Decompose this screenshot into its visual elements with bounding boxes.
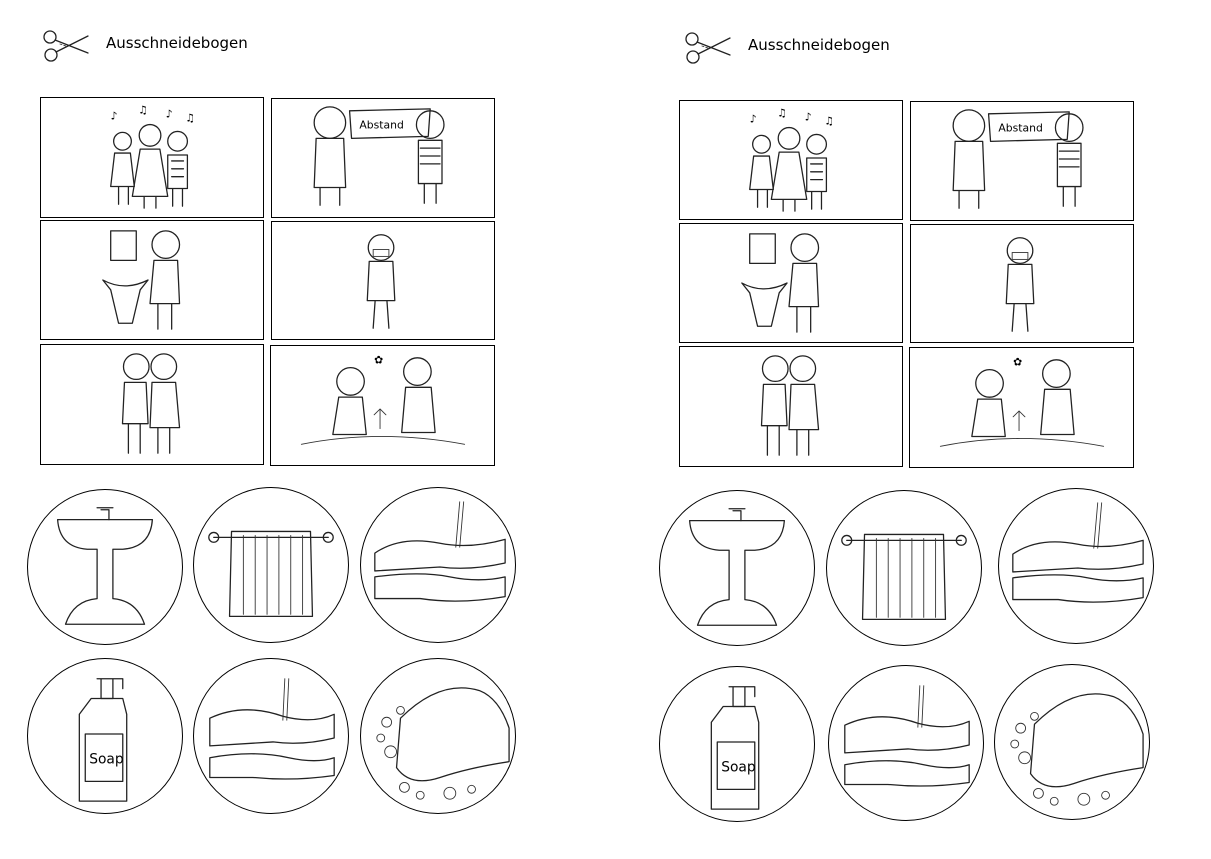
sheet-title: Ausschneidebogen xyxy=(106,34,248,52)
card-children-in-garden: ✿ xyxy=(270,345,495,466)
circle-wash-hands xyxy=(193,658,349,814)
rinse-hands-icon xyxy=(374,501,506,602)
svg-text:✿: ✿ xyxy=(1013,356,1022,369)
svg-text:♪: ♪ xyxy=(805,111,812,124)
card-whispering-children xyxy=(40,344,264,465)
card-singing-children: ♪ ♫ ♪ ♫ xyxy=(40,97,264,218)
card-girl-with-mask xyxy=(271,221,495,340)
circle-soap-bottle: Soap xyxy=(659,666,815,822)
soap-label: Soap xyxy=(89,752,124,768)
sheet-header: Ausschneidebogen xyxy=(40,26,248,66)
children-in-garden-illustration: ✿ xyxy=(939,356,1105,447)
card-whispering-children xyxy=(679,346,903,467)
svg-text:♪: ♪ xyxy=(111,110,118,123)
svg-text:♪: ♪ xyxy=(166,108,173,121)
boy-at-sink-illustration xyxy=(741,233,820,333)
circle-sink xyxy=(659,490,815,646)
scrub-hands-icon xyxy=(376,687,510,800)
cut-out-sheet-right: Ausschneidebogen ♪ ♫ ♪ ♫ Abstand xyxy=(636,0,1211,859)
boy-at-sink-illustration xyxy=(102,230,181,330)
svg-text:♫: ♫ xyxy=(138,104,148,117)
svg-text:♫: ♫ xyxy=(185,112,195,125)
soap-bottle-icon: Soap xyxy=(710,686,760,810)
sheet-title: Ausschneidebogen xyxy=(748,36,890,54)
circle-rinse-hands xyxy=(998,488,1154,644)
towel-icon xyxy=(208,530,334,617)
banner-text: Abstand xyxy=(359,119,403,132)
circle-wash-hands xyxy=(828,665,984,821)
svg-text:✿: ✿ xyxy=(374,354,383,367)
card-distance-banner: Abstand xyxy=(271,98,495,218)
girl-with-mask-illustration xyxy=(1005,237,1035,332)
scissors-icon xyxy=(685,32,731,64)
singing-children-illustration: ♪ ♫ ♪ ♫ xyxy=(110,104,195,209)
wash-hands-icon xyxy=(209,678,335,780)
circle-soap-bottle: Soap xyxy=(27,658,183,814)
rinse-hands-icon xyxy=(1012,502,1144,603)
card-boy-at-sink xyxy=(679,223,903,343)
towel-icon xyxy=(841,533,967,620)
card-children-in-garden: ✿ xyxy=(909,347,1134,468)
card-distance-banner: Abstand xyxy=(910,101,1134,221)
distance-banner-illustration: Abstand xyxy=(313,106,445,206)
girl-with-mask-illustration xyxy=(366,234,396,329)
scrub-hands-icon xyxy=(1010,693,1144,806)
circle-sink xyxy=(27,489,183,645)
cut-out-sheet-left: Ausschneidebogen ♪ ♫ ♪ ♫ Abstand xyxy=(0,0,600,859)
wash-hands-icon xyxy=(844,685,970,787)
soap-label: Soap xyxy=(721,760,756,776)
circle-towel xyxy=(826,490,982,646)
card-boy-at-sink xyxy=(40,220,264,340)
circle-towel xyxy=(193,487,349,643)
singing-children-illustration: ♪ ♫ ♪ ♫ xyxy=(749,107,834,212)
children-in-garden-illustration: ✿ xyxy=(300,354,466,445)
whispering-children-illustration xyxy=(760,355,820,456)
svg-text:♪: ♪ xyxy=(750,113,757,126)
card-girl-with-mask xyxy=(910,224,1134,343)
circle-rinse-hands xyxy=(360,487,516,643)
whispering-children-illustration xyxy=(121,353,181,454)
sink-icon xyxy=(688,508,786,626)
circle-scrub-hands xyxy=(994,664,1150,820)
circle-scrub-hands xyxy=(360,658,516,814)
soap-bottle-icon: Soap xyxy=(78,678,128,802)
svg-text:♫: ♫ xyxy=(777,107,787,120)
scissors-icon xyxy=(43,30,89,62)
svg-text:♫: ♫ xyxy=(824,115,834,128)
distance-banner-illustration: Abstand xyxy=(952,109,1084,209)
sheet-header: Ausschneidebogen xyxy=(682,28,890,68)
banner-text: Abstand xyxy=(998,122,1042,135)
card-singing-children: ♪ ♫ ♪ ♫ xyxy=(679,100,903,220)
sink-icon xyxy=(56,507,154,625)
